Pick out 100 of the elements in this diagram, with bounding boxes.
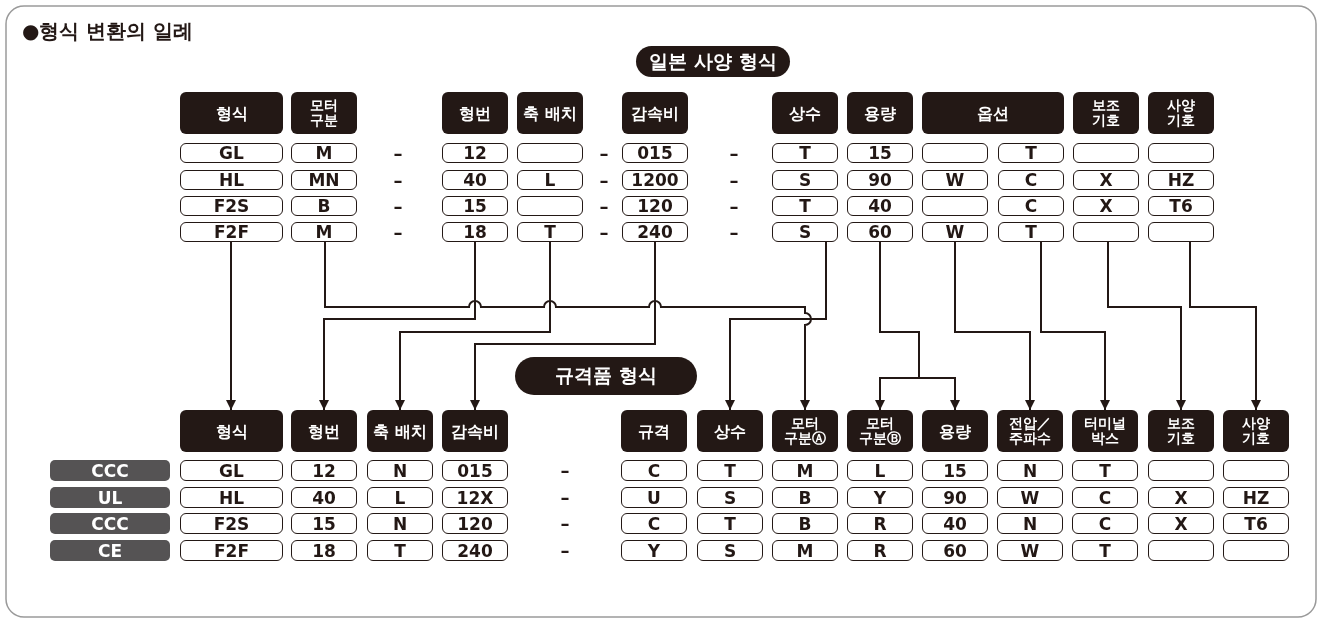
- heading: ●형식 변환의 일례: [22, 18, 194, 45]
- value-cell: 40: [922, 513, 988, 534]
- value-cell: MN: [291, 170, 357, 190]
- arrow: [470, 241, 656, 411]
- value-cell: M: [772, 540, 838, 561]
- value-cell: X: [1073, 196, 1139, 216]
- value-cell: M: [291, 143, 357, 163]
- column-header: 보조 기호: [1073, 92, 1139, 134]
- separator-dash: –: [560, 512, 570, 534]
- value-cell: X: [1148, 487, 1214, 508]
- value-cell: T6: [1148, 196, 1214, 216]
- column-header: 옵션: [922, 92, 1064, 134]
- column-header: 상수: [697, 410, 763, 452]
- value-cell: 40: [847, 196, 913, 216]
- value-cell: Y: [847, 487, 913, 508]
- value-cell: 15: [922, 460, 988, 481]
- value-cell: 90: [922, 487, 988, 508]
- arrow: [725, 241, 827, 411]
- value-cell: 60: [922, 540, 988, 561]
- column-header: 축 배치: [367, 410, 433, 452]
- value-cell: 90: [847, 170, 913, 190]
- section-pill: 일본 사양 형식: [636, 46, 790, 77]
- value-cell: 12X: [442, 487, 508, 508]
- value-cell: 60: [847, 222, 913, 242]
- value-cell: U: [621, 487, 687, 508]
- value-cell: M: [291, 222, 357, 242]
- column-header: 사양 기호: [1148, 92, 1214, 134]
- column-header: 감속비: [622, 92, 688, 134]
- value-cell: 240: [442, 540, 508, 561]
- value-cell: B: [772, 487, 838, 508]
- value-cell: N: [997, 513, 1063, 534]
- value-cell: F2S: [180, 513, 283, 534]
- value-cell: 18: [442, 222, 508, 242]
- value-cell: 240: [622, 222, 688, 242]
- value-cell: T: [1072, 540, 1138, 561]
- column-header: 터미널 박스: [1072, 410, 1138, 452]
- column-header: 용량: [847, 92, 913, 134]
- value-cell: C: [998, 170, 1064, 190]
- separator-dash: –: [560, 539, 570, 561]
- value-cell: X: [1148, 513, 1214, 534]
- value-cell: T: [367, 540, 433, 561]
- value-cell: 12: [291, 460, 357, 481]
- standard-tag: CCC: [50, 460, 170, 481]
- column-header: 모터 구분Ⓑ: [847, 410, 913, 452]
- value-cell: W: [922, 222, 988, 242]
- separator-dash: –: [560, 486, 570, 508]
- separator-dash: –: [393, 169, 403, 191]
- column-header: 보조 기호: [1148, 410, 1214, 452]
- separator-dash: –: [599, 142, 609, 164]
- value-cell: W: [997, 540, 1063, 561]
- value-cell: N: [997, 460, 1063, 481]
- value-cell: [922, 196, 988, 216]
- column-header: 형식: [180, 92, 283, 134]
- separator-dash: –: [599, 221, 609, 243]
- value-cell: [1223, 460, 1289, 481]
- value-cell: 12: [442, 143, 508, 163]
- column-header: 사양 기호: [1223, 410, 1289, 452]
- column-header: 형번: [291, 410, 357, 452]
- arrow: [954, 241, 1035, 411]
- column-header: 형식: [180, 410, 283, 452]
- value-cell: HL: [180, 170, 283, 190]
- value-cell: T: [697, 513, 763, 534]
- value-cell: C: [621, 460, 687, 481]
- separator-dash: –: [729, 169, 739, 191]
- column-header: 용량: [922, 410, 988, 452]
- value-cell: X: [1073, 170, 1139, 190]
- separator-dash: –: [729, 221, 739, 243]
- standard-tag: UL: [50, 487, 170, 508]
- separator-dash: –: [729, 195, 739, 217]
- value-cell: W: [922, 170, 988, 190]
- value-cell: [1223, 540, 1289, 561]
- value-cell: 015: [622, 143, 688, 163]
- value-cell: 15: [442, 196, 508, 216]
- value-cell: R: [847, 513, 913, 534]
- column-header: 형번: [442, 92, 508, 134]
- value-cell: N: [367, 460, 433, 481]
- value-cell: GL: [180, 143, 283, 163]
- value-cell: T: [772, 196, 838, 216]
- column-header: 축 배치: [517, 92, 583, 134]
- value-cell: HZ: [1148, 170, 1214, 190]
- arrow: [395, 241, 551, 411]
- value-cell: L: [517, 170, 583, 190]
- arrow: [1040, 241, 1110, 411]
- value-cell: L: [367, 487, 433, 508]
- value-cell: S: [697, 540, 763, 561]
- separator-dash: –: [729, 142, 739, 164]
- value-cell: B: [772, 513, 838, 534]
- value-cell: S: [697, 487, 763, 508]
- separator-dash: –: [393, 221, 403, 243]
- section-pill: 규격품 형식: [515, 357, 697, 395]
- value-cell: T: [697, 460, 763, 481]
- value-cell: T: [998, 143, 1064, 163]
- column-header: 감속비: [442, 410, 508, 452]
- separator-dash: –: [599, 169, 609, 191]
- value-cell: M: [772, 460, 838, 481]
- value-cell: [922, 143, 988, 163]
- column-header: 모터 구분: [291, 92, 357, 134]
- column-header: 모터 구분Ⓐ: [772, 410, 838, 452]
- value-cell: S: [772, 170, 838, 190]
- value-cell: [1073, 222, 1139, 242]
